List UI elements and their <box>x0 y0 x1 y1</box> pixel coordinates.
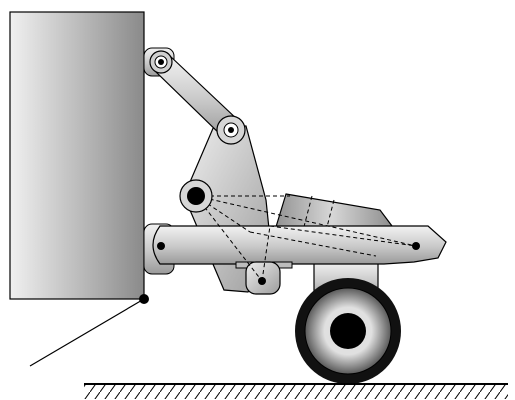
mounting-block <box>9 11 145 300</box>
ground <box>84 383 508 399</box>
joint-upper-link-end <box>216 115 246 145</box>
joints <box>149 50 420 285</box>
joint-arm-tip <box>412 242 420 250</box>
lower-arm <box>152 225 447 269</box>
leader-line <box>29 294 149 367</box>
joint-upper-bracket <box>149 50 173 74</box>
joint-rocker-main <box>179 179 213 213</box>
joint-lower-tab <box>258 277 266 285</box>
joint-lower-bracket <box>157 242 165 250</box>
wheel <box>295 278 401 384</box>
